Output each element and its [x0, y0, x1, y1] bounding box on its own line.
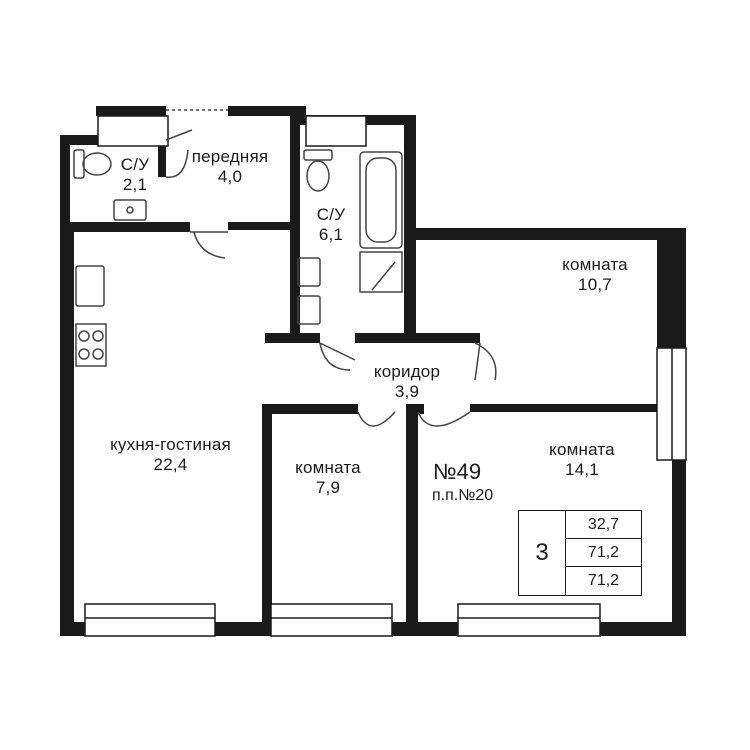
sink-small: [113, 199, 147, 221]
sink-large-2: [297, 295, 321, 325]
area-values: 32,7 71,2 71,2: [565, 511, 641, 595]
bathtub: [359, 151, 403, 249]
room-label-bathroom-small: С/У 2,1: [120, 155, 150, 194]
plot-number: п.п.№20: [432, 487, 494, 504]
kitchen-stove: [75, 323, 107, 367]
room-label-top-right: комната 10,7: [562, 255, 628, 294]
wall-top-mid: [228, 106, 306, 116]
room-label-kitchen-living: кухня-гостиная 22,4: [110, 435, 231, 474]
room-label-corridor: коридор 3,9: [373, 362, 441, 401]
wall-bottom-right: [600, 622, 686, 636]
wall-room-middle-top: [262, 404, 358, 414]
windows: [84, 115, 687, 637]
wall-corridor-top: [265, 333, 320, 343]
wall-bottom-mid2: [392, 622, 458, 636]
window-room-bottom-right: [457, 603, 601, 637]
wall-bath-left-outer: [60, 135, 70, 235]
wall-hall-right: [290, 115, 300, 340]
total-area: 71,2: [566, 539, 641, 567]
toilet-small-bowl: [82, 152, 112, 176]
wall-right-top: [405, 228, 686, 240]
wall-hall-bottom: [228, 222, 293, 230]
wall-corridor-top2: [355, 333, 480, 343]
wall-room-middle-right: [406, 404, 418, 626]
wall-left: [60, 228, 74, 636]
window-kitchen: [84, 603, 216, 637]
wall-room-right-divider-stub: [406, 404, 424, 414]
window-room-middle: [270, 603, 393, 637]
toilet-large-tank: [303, 149, 333, 161]
wall-room-right-divider: [470, 404, 670, 412]
room-label-bathroom-large: С/У 6,1: [316, 205, 346, 244]
living-area: 32,7: [566, 511, 641, 539]
walls: [60, 106, 686, 636]
toilet-large-bowl: [306, 160, 330, 192]
wall-bottom-left: [60, 622, 85, 636]
shower: [359, 251, 403, 293]
wall-smallbath-bottom: [60, 222, 190, 232]
wall-right-upper: [657, 228, 686, 348]
room-label-hallway: передняя 4,0: [191, 147, 269, 186]
total-area-with-balcony: 71,2: [587, 572, 620, 589]
wall-top-left: [60, 135, 98, 145]
kitchen-sink: [75, 265, 105, 307]
apartment-number: №49: [433, 459, 482, 484]
wall-room-middle-left: [262, 404, 272, 626]
wall-top-left2: [96, 106, 166, 116]
wall-smallbath-right: [158, 125, 166, 177]
window-top-left: [97, 115, 169, 147]
sink-large-1: [297, 257, 321, 287]
rooms-count: 3: [535, 539, 549, 566]
room-label-middle: комната 7,9: [295, 458, 361, 497]
area-summary-table: 3 32,7 71,2 71,2: [518, 510, 642, 596]
window-top-bath: [305, 115, 367, 147]
wall-bath-right: [404, 115, 416, 340]
wall-right-lower: [672, 460, 686, 636]
toilet-small-tank: [73, 149, 85, 179]
room-label-bottom-right: комната 14,1: [549, 440, 615, 479]
fixtures: [73, 109, 497, 427]
wall-bottom-mid1: [215, 622, 271, 636]
